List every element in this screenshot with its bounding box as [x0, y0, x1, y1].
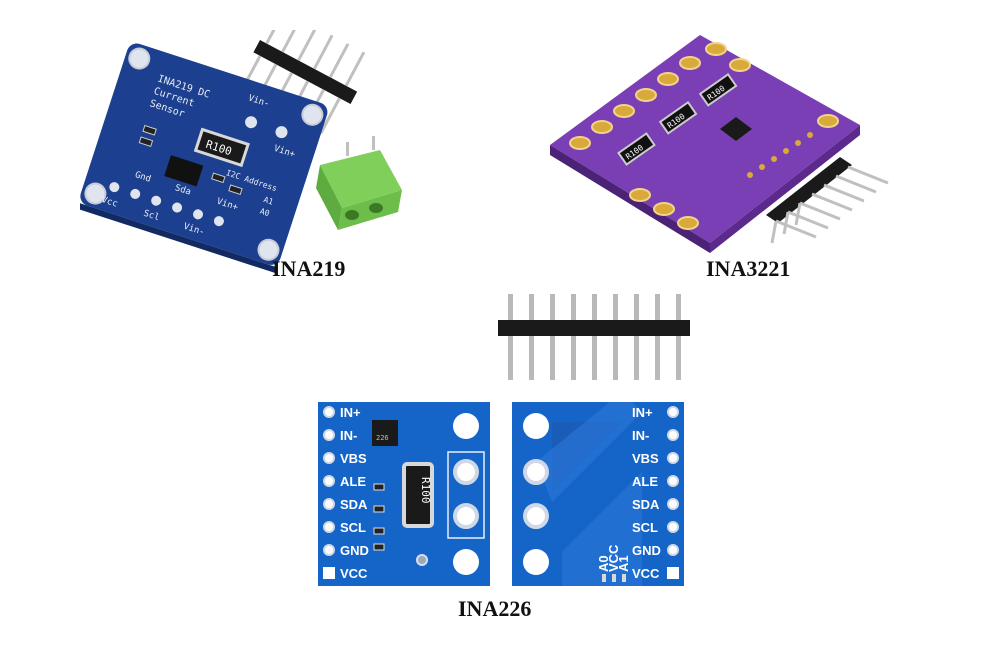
ina219-terminal-block: [316, 136, 402, 230]
ina219-pin-sda: Sda: [173, 183, 192, 198]
ina219-a0-label: A0: [259, 207, 271, 219]
ina226-resistor-label: R100: [419, 477, 432, 504]
ina226-front-pin-ale: ALE: [340, 474, 366, 489]
ina226-back-pin-gnd: GND: [632, 543, 661, 558]
ina226-back-board: IN+ IN- VBS ALE SDA SCL GND VCC A0 VCC A…: [512, 402, 684, 586]
ina3221-chip: [720, 117, 752, 141]
ina226-front-pin-in-minus: IN-: [340, 428, 357, 443]
caption-ina219: INA219: [272, 256, 346, 281]
ina219-pin-vcc: Vcc: [100, 195, 119, 210]
ina226-back-pin-in-minus: IN-: [632, 428, 649, 443]
ina226-back-pin-scl: SCL: [632, 520, 658, 535]
ina226-front-pin-vcc: VCC: [340, 566, 368, 581]
ina219-pin-gnd: Gnd: [134, 170, 153, 185]
ina226-back-pin-in-plus: IN+: [632, 405, 653, 420]
ina226-back-pin-ale: ALE: [632, 474, 658, 489]
ina226-header-pins: [498, 294, 690, 380]
ina226-front-pin-sda: SDA: [340, 497, 368, 512]
ina219-a1-label: A1: [262, 195, 274, 207]
ina226-front-pin-scl: SCL: [340, 520, 366, 535]
ina226-back-addr-a1: A1: [616, 555, 631, 572]
ina3221-header-pins: [766, 157, 889, 244]
caption-ina226: INA226: [458, 596, 532, 621]
ina3221-pcb: [550, 35, 860, 243]
ina226-back-addr-vcc: VCC: [606, 544, 621, 572]
ina219-board-image: INA219 DC Current Sensor Vin- Vin+ R100 …: [80, 30, 402, 274]
ina226-chip-text: 226: [376, 434, 389, 442]
ina226-front-board: IN+ IN- VBS ALE SDA SCL GND VCC 226 R100: [318, 402, 490, 586]
ina226-front-pin-gnd: GND: [340, 543, 369, 558]
ina226-back-addr-a0: A0: [596, 555, 611, 572]
ina226-back-pin-sda: SDA: [632, 497, 660, 512]
ina3221-board-image: R100 R100 R100: [550, 35, 889, 253]
ina226-shunt-resistor: [402, 462, 434, 528]
ina226-chip: [372, 420, 398, 446]
ina226-front-pin-in-plus: IN+: [340, 405, 361, 420]
ina226-back-pin-vbs: VBS: [632, 451, 659, 466]
ina219-pin-scl: Scl: [142, 209, 161, 224]
ina226-back-pin-vcc: VCC: [632, 566, 660, 581]
caption-ina3221: INA3221: [706, 256, 791, 281]
ina226-front-pin-vbs: VBS: [340, 451, 367, 466]
